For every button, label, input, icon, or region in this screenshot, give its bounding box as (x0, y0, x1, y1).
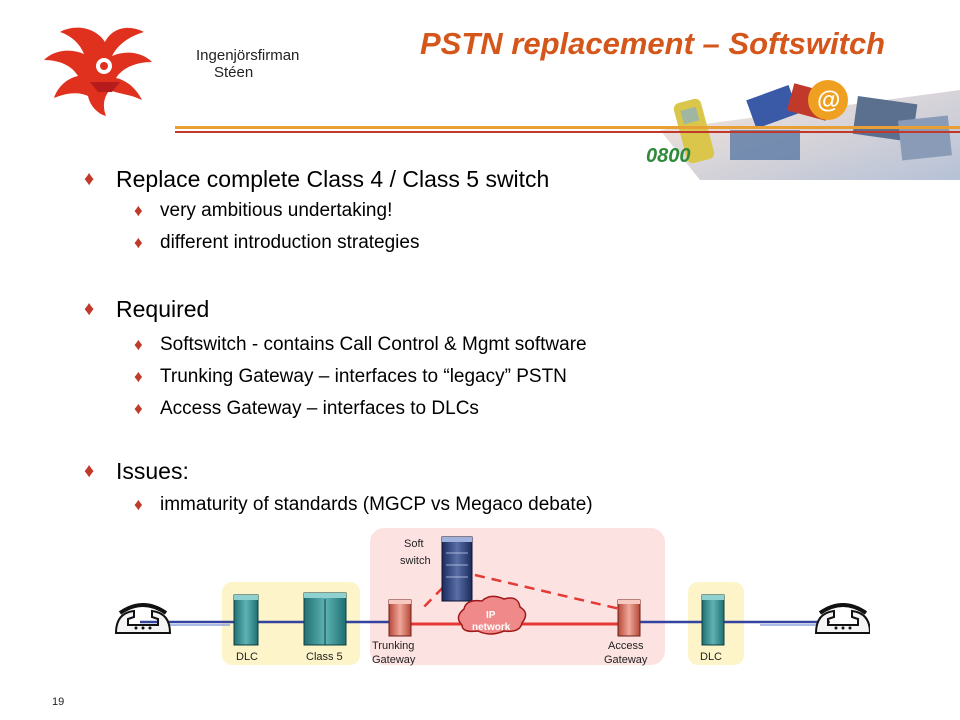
header-rule-accent (175, 131, 960, 133)
communications-collage-image: @ 0800 (646, 80, 960, 180)
ip-network-cloud-icon (457, 595, 527, 635)
dlc-right-label: DLC (700, 651, 722, 663)
ip-network-label-line2: network (472, 622, 511, 633)
softswitch-server-icon (441, 536, 473, 602)
subbullet-text: immaturity of standards (MGCP vs Megaco … (160, 494, 593, 515)
bullet-text: Required (116, 296, 210, 322)
class5-switch-rack-icon (303, 592, 347, 646)
dlc-left-rack-icon (233, 594, 259, 646)
trunking-gateway-label-line2: Gateway (372, 654, 416, 666)
bullet-issues: ♦ Issues: (84, 458, 189, 485)
bullet-diamond-icon: ♦ (134, 367, 143, 386)
bullet-text: Issues: (116, 458, 189, 484)
svg-text:@: @ (817, 87, 840, 114)
dlc-left-label: DLC (236, 651, 258, 663)
subbullet-strategies: ♦ different introduction strategies (134, 232, 419, 254)
company-name-line2: Stéen (214, 64, 254, 81)
page-number: 19 (52, 696, 65, 708)
control-link-access (474, 573, 621, 611)
company-name: Ingenjörsfirman Stéen (196, 47, 299, 81)
bullet-diamond-icon: ♦ (134, 399, 143, 418)
subbullet-text: Access Gateway – interfaces to DLCs (160, 398, 479, 419)
bullet-diamond-icon: ♦ (84, 460, 95, 482)
bullet-diamond-icon: ♦ (84, 298, 95, 320)
company-name-line1: Ingenjörsfirman (196, 47, 300, 64)
subbullet-text: Softswitch - contains Call Control & Mgm… (160, 334, 587, 355)
dlc-right-rack-icon (701, 594, 725, 646)
access-gateway-label-line2: Gateway (604, 654, 648, 666)
subbullet-text: very ambitious undertaking! (160, 200, 393, 221)
bullet-diamond-icon: ♦ (134, 233, 143, 252)
header-rule (175, 126, 960, 129)
telephone-right-icon (814, 603, 870, 634)
bullet-diamond-icon: ♦ (134, 201, 143, 220)
subbullet-access: ♦ Access Gateway – interfaces to DLCs (134, 398, 479, 420)
bullet-replace-switch: ♦ Replace complete Class 4 / Class 5 swi… (84, 166, 549, 193)
slide-title: PSTN replacement – Softswitch (420, 26, 886, 61)
company-logo (44, 27, 152, 116)
class5-label: Class 5 (306, 651, 343, 663)
bullet-text: Replace complete Class 4 / Class 5 switc… (116, 166, 550, 192)
softswitch-label-line2: switch (400, 555, 431, 567)
subbullet-text: different introduction strategies (160, 232, 420, 253)
subbullet-softswitch: ♦ Softswitch - contains Call Control & M… (134, 334, 587, 356)
svg-text:0800: 0800 (646, 145, 691, 167)
subbullet-standards: ♦ immaturity of standards (MGCP vs Megac… (134, 494, 593, 516)
subbullet-ambitious: ♦ very ambitious undertaking! (134, 200, 392, 222)
bullet-diamond-icon: ♦ (84, 168, 95, 190)
bullet-diamond-icon: ♦ (134, 495, 143, 514)
subbullet-trunking: ♦ Trunking Gateway – interfaces to “lega… (134, 366, 567, 388)
network-diagram: Soft switch IP network DLC Class 5 Trunk… (114, 528, 870, 666)
bullet-diamond-icon: ♦ (134, 335, 143, 354)
telephone-left-icon (114, 603, 172, 634)
softswitch-label-line1: Soft (404, 538, 424, 550)
access-gateway-icon (617, 599, 641, 637)
ip-network-label-line1: IP (486, 610, 496, 621)
subbullet-text: Trunking Gateway – interfaces to “legacy… (160, 366, 567, 387)
bullet-required: ♦ Required (84, 296, 209, 323)
trunking-gateway-label-line1: Trunking (372, 640, 414, 652)
trunking-gateway-icon (388, 599, 412, 637)
access-gateway-label-line1: Access (608, 640, 644, 652)
